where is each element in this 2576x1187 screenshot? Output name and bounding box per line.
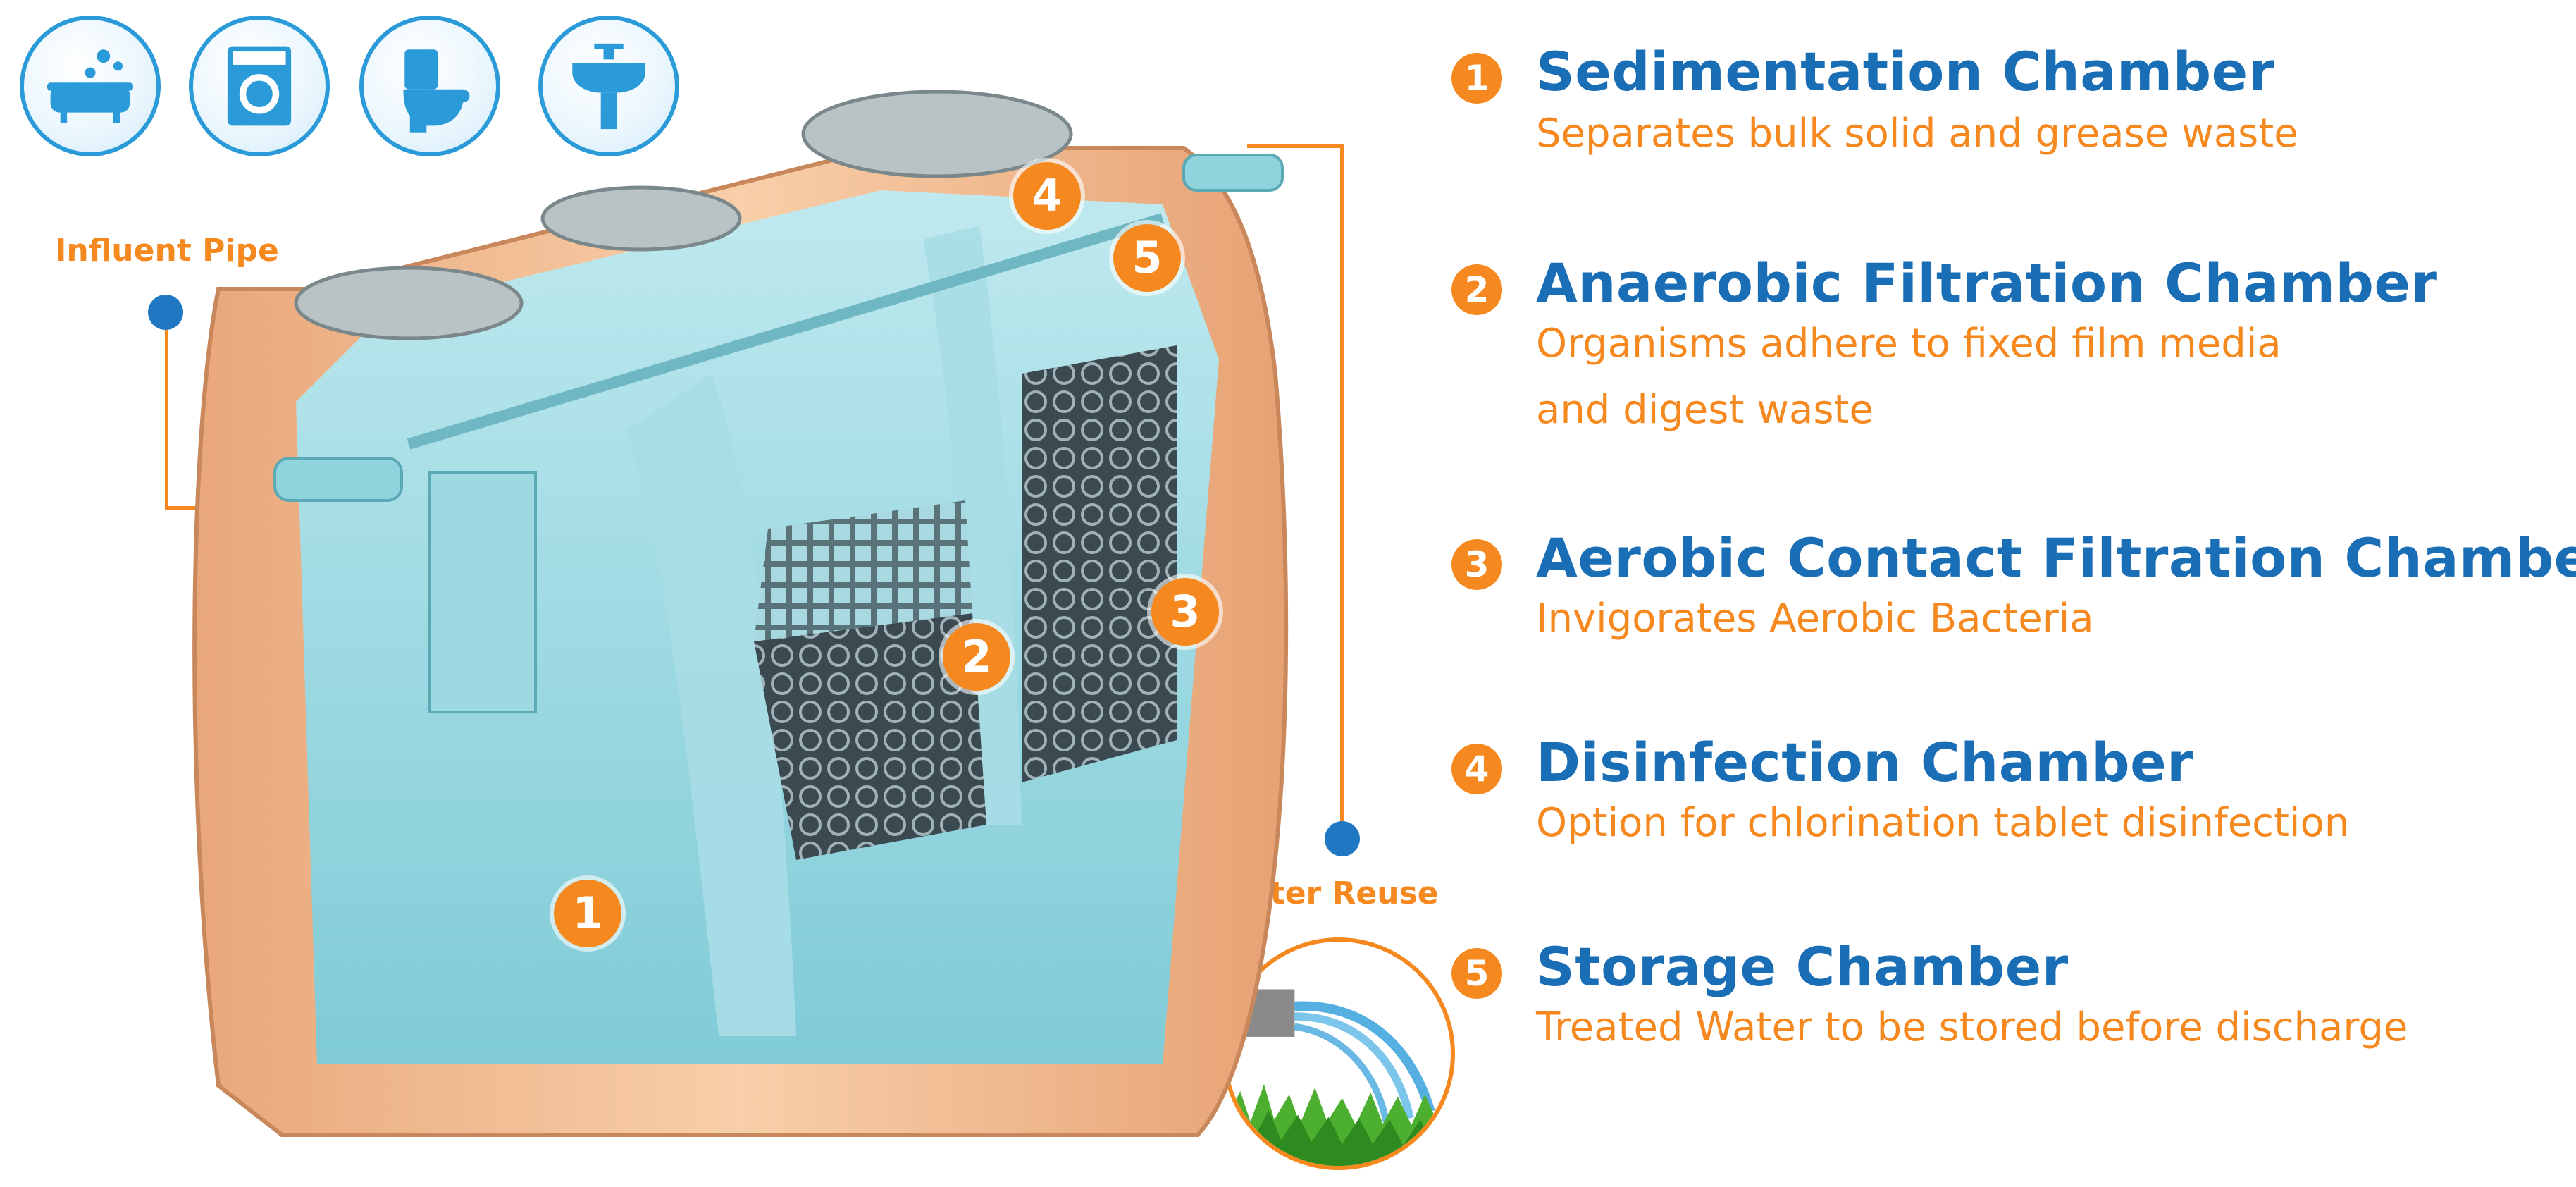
bathtub-icon [20,16,161,156]
legend-title: Aerobic Contact Filtration Chamber [1536,527,2576,589]
chamber-marker-3: 3 [1151,578,1219,646]
legend-description: Invigorates Aerobic Bacteria [1536,596,2094,641]
reuse-leader-horizontal [1247,144,1342,148]
legend-description: Option for chlorination tablet disinfect… [1536,800,2350,846]
legend-number: 5 [1451,948,1502,999]
legend-description: Separates bulk solid and grease waste [1536,111,2298,156]
chamber-marker-5: 5 [1113,224,1181,292]
influent-pipe-label: Influent Pipe [55,233,279,269]
legend-description: Organisms adhere to fixed film media and… [1536,321,2281,433]
septic-tank-cutaway [176,78,1339,1184]
chamber-marker-1: 1 [554,880,621,947]
legend-title: Anaerobic Filtration Chamber [1536,252,2438,314]
washing-machine-icon [189,16,330,156]
sink-icon [538,16,679,156]
water-reuse-marker [1325,821,1360,856]
legend-number: 2 [1451,264,1502,315]
legend-title: Disinfection Chamber [1536,731,2194,794]
chamber-marker-4: 4 [1013,162,1081,230]
legend-number: 3 [1451,539,1502,590]
legend-number: 1 [1451,53,1502,104]
influent-leader-vertical [165,330,168,508]
toilet-icon [359,16,500,156]
legend-title: Storage Chamber [1536,935,2069,998]
reuse-leader-vertical [1340,144,1344,821]
influent-pipe-marker [148,295,183,330]
chamber-marker-2: 2 [943,623,1010,691]
legend-number: 4 [1451,744,1502,794]
legend-description: Treated Water to be stored before discha… [1536,1004,2408,1050]
legend-title: Sedimentation Chamber [1536,40,2275,103]
